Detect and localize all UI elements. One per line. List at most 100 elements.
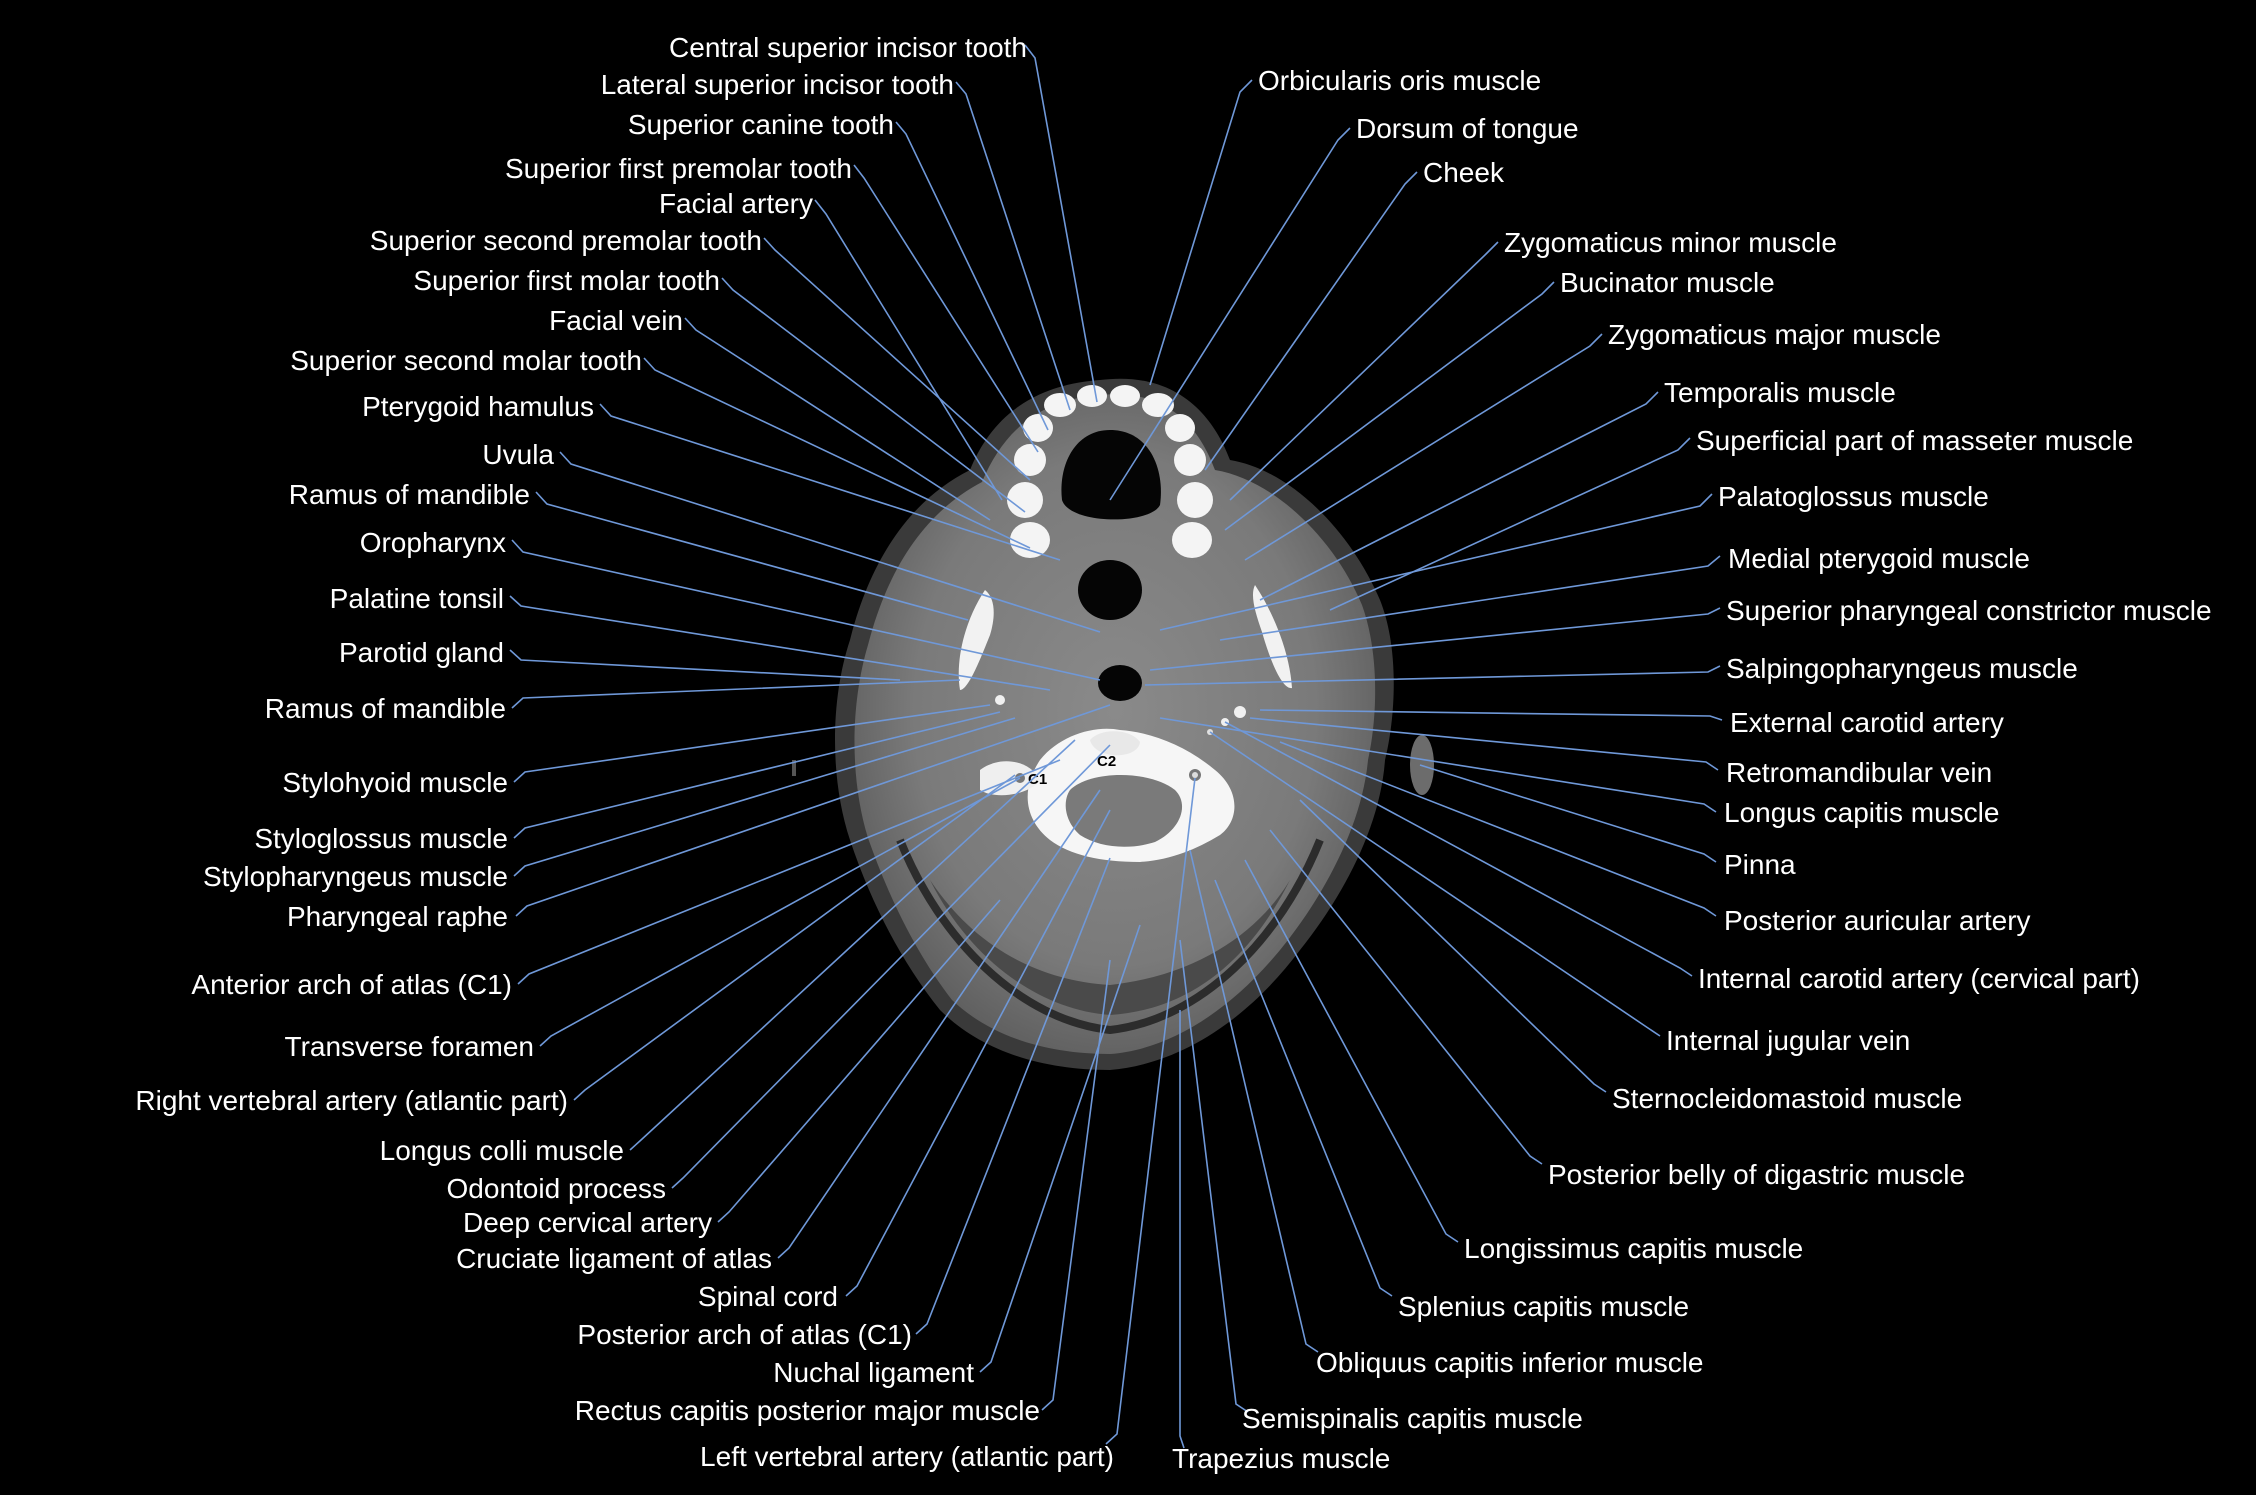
svg-text:Pharyngeal raphe: Pharyngeal raphe xyxy=(287,901,508,932)
svg-text:Longus colli muscle: Longus colli muscle xyxy=(380,1135,624,1166)
label-superior-pharyngeal-constrictor: Superior pharyngeal constrictor muscle xyxy=(1149,595,2212,671)
label-ramus-of-mandible-1: Ramus of mandible xyxy=(289,479,969,621)
svg-text:Posterior auricular artery: Posterior auricular artery xyxy=(1724,905,2031,936)
svg-text:Anterior arch of atlas (C1): Anterior arch of atlas (C1) xyxy=(191,969,512,1000)
label-odontoid-process: Odontoid process xyxy=(447,744,1111,1204)
svg-text:Ramus of mandible: Ramus of mandible xyxy=(265,693,506,724)
svg-text:Posterior belly of digastric m: Posterior belly of digastric muscle xyxy=(1548,1159,1965,1190)
svg-text:Obliquus capitis inferior musc: Obliquus capitis inferior muscle xyxy=(1316,1347,1704,1378)
label-central-superior-incisor: Central superior incisor tooth xyxy=(669,32,1098,403)
label-palatine-tonsil: Palatine tonsil xyxy=(330,583,1051,691)
svg-text:Longus capitis muscle: Longus capitis muscle xyxy=(1724,797,1999,828)
c2-vertebra-label: C2 xyxy=(1097,753,1116,770)
svg-text:Uvula: Uvula xyxy=(482,439,554,470)
label-zygomaticus-minor: Zygomaticus minor muscle xyxy=(1229,227,1837,501)
label-facial-artery: Facial artery xyxy=(659,188,1003,501)
label-orbicularis-oris: Orbicularis oris muscle xyxy=(1149,65,1541,386)
svg-text:Facial artery: Facial artery xyxy=(659,188,813,219)
svg-text:Dorsum of tongue: Dorsum of tongue xyxy=(1356,113,1579,144)
svg-text:Lateral superior incisor tooth: Lateral superior incisor tooth xyxy=(601,69,954,100)
label-styloglossus-muscle: Styloglossus muscle xyxy=(254,711,1001,854)
vessel-left-1 xyxy=(995,695,1005,705)
label-deep-cervical-artery: Deep cervical artery xyxy=(463,899,1001,1238)
posterior-muscles xyxy=(930,880,1290,1015)
label-parotid-gland: Parotid gland xyxy=(339,637,901,681)
svg-text:Internal jugular vein: Internal jugular vein xyxy=(1666,1025,1910,1056)
label-rectus-capitis-posterior-major: Rectus capitis posterior major muscle xyxy=(575,959,1111,1426)
label-medial-pterygoid: Medial pterygoid muscle xyxy=(1219,543,2030,641)
label-pharyngeal-raphe: Pharyngeal raphe xyxy=(287,704,1111,932)
label-sternocleidomastoid: Sternocleidomastoid muscle xyxy=(1299,799,1962,1114)
label-palatoglossus-muscle: Palatoglossus muscle xyxy=(1159,481,1989,631)
label-splenius-capitis: Splenius capitis muscle xyxy=(1214,879,1689,1322)
label-uvula: Uvula xyxy=(482,439,1101,633)
label-trapezius: Trapezius muscle xyxy=(1172,1010,1390,1474)
label-posterior-belly-digastric: Posterior belly of digastric muscle xyxy=(1269,829,1965,1190)
label-oropharynx: Oropharynx xyxy=(360,527,1101,681)
ct-slice: C1 C2 xyxy=(792,378,1434,1071)
svg-text:Superior second molar tooth: Superior second molar tooth xyxy=(290,345,642,376)
label-pterygoid-hamulus: Pterygoid hamulus xyxy=(362,391,1061,561)
svg-text:Odontoid process: Odontoid process xyxy=(447,1173,666,1204)
svg-text:Rectus capitis posterior major: Rectus capitis posterior major muscle xyxy=(575,1395,1040,1426)
label-left-vertebral-artery: Left vertebral artery (atlantic part) xyxy=(700,777,1196,1472)
label-longus-colli-muscle: Longus colli muscle xyxy=(380,739,1076,1166)
label-superior-second-molar: Superior second molar tooth xyxy=(290,345,1031,549)
label-external-carotid-artery: External carotid artery xyxy=(1259,707,2004,738)
svg-text:Styloglossus muscle: Styloglossus muscle xyxy=(254,823,508,854)
svg-text:Right vertebral artery (atlant: Right vertebral artery (atlantic part) xyxy=(135,1085,568,1116)
label-zygomaticus-major: Zygomaticus major muscle xyxy=(1244,319,1941,561)
svg-text:Parotid gland: Parotid gland xyxy=(339,637,504,668)
label-right-vertebral-artery: Right vertebral artery (atlantic part) xyxy=(135,774,1016,1116)
svg-text:Cheek: Cheek xyxy=(1423,157,1505,188)
svg-text:Temporalis muscle: Temporalis muscle xyxy=(1664,377,1896,408)
label-stylohyoid-muscle: Stylohyoid muscle xyxy=(282,704,991,798)
svg-text:Superficial part of masseter m: Superficial part of masseter muscle xyxy=(1696,425,2133,456)
label-stylopharyngeus-muscle: Stylopharyngeus muscle xyxy=(203,717,1016,892)
label-superior-first-molar: Superior first molar tooth xyxy=(413,265,1026,513)
label-internal-carotid-artery: Internal carotid artery (cervical part) xyxy=(1224,721,2140,994)
label-facial-vein: Facial vein xyxy=(549,305,991,521)
label-spinal-cord: Spinal cord xyxy=(698,809,1111,1312)
svg-text:External carotid artery: External carotid artery xyxy=(1730,707,2004,738)
spinal-canal xyxy=(1065,775,1183,847)
svg-text:Superior first molar tooth: Superior first molar tooth xyxy=(413,265,720,296)
svg-text:Orbicularis oris muscle: Orbicularis oris muscle xyxy=(1258,65,1541,96)
label-cheek: Cheek xyxy=(1204,157,1505,471)
label-longus-capitis: Longus capitis muscle xyxy=(1159,717,1999,828)
dental-arch xyxy=(1007,385,1213,558)
svg-text:Spinal cord: Spinal cord xyxy=(698,1281,838,1312)
label-lateral-superior-incisor: Lateral superior incisor tooth xyxy=(601,69,1071,411)
svg-text:Superior second premolar tooth: Superior second premolar tooth xyxy=(370,225,762,256)
svg-text:Transverse foramen: Transverse foramen xyxy=(285,1031,535,1062)
label-anterior-arch-atlas: Anterior arch of atlas (C1) xyxy=(191,759,1061,1000)
label-transverse-foramen: Transverse foramen xyxy=(285,777,1021,1062)
label-internal-jugular-vein: Internal jugular vein xyxy=(1209,731,1910,1056)
right-ramus xyxy=(1252,585,1292,689)
svg-text:Pinna: Pinna xyxy=(1724,849,1796,880)
svg-text:Superior pharyngeal constricto: Superior pharyngeal constrictor muscle xyxy=(1726,595,2212,626)
svg-text:Salpingopharyngeus muscle: Salpingopharyngeus muscle xyxy=(1726,653,2078,684)
label-salpingopharyngeus: Salpingopharyngeus muscle xyxy=(1144,653,2078,686)
svg-text:Ramus of mandible: Ramus of mandible xyxy=(289,479,530,510)
label-obliquus-capitis-inferior: Obliquus capitis inferior muscle xyxy=(1189,849,1704,1378)
svg-text:Splenius capitis muscle: Splenius capitis muscle xyxy=(1398,1291,1689,1322)
svg-text:Medial pterygoid muscle: Medial pterygoid muscle xyxy=(1728,543,2030,574)
svg-text:Internal carotid artery (cervi: Internal carotid artery (cervical part) xyxy=(1698,963,2140,994)
label-ramus-of-mandible-2: Ramus of mandible xyxy=(265,679,961,724)
svg-text:Zygomaticus minor muscle: Zygomaticus minor muscle xyxy=(1504,227,1837,258)
label-superficial-masseter: Superficial part of masseter muscle xyxy=(1329,425,2133,611)
c1-vertebra-label: C1 xyxy=(1028,771,1047,788)
odontoid xyxy=(1090,731,1140,756)
svg-text:Sternocleidomastoid muscle: Sternocleidomastoid muscle xyxy=(1612,1083,1962,1114)
svg-text:Cruciate ligament of atlas: Cruciate ligament of atlas xyxy=(456,1243,772,1274)
label-cruciate-ligament: Cruciate ligament of atlas xyxy=(456,789,1101,1274)
label-bucinator-muscle: Bucinator muscle xyxy=(1224,267,1775,531)
svg-text:Palatine tonsil: Palatine tonsil xyxy=(330,583,504,614)
svg-text:Longissimus capitis muscle: Longissimus capitis muscle xyxy=(1464,1233,1803,1264)
svg-text:Deep cervical artery: Deep cervical artery xyxy=(463,1207,712,1238)
label-semispinalis-capitis: Semispinalis capitis muscle xyxy=(1179,939,1583,1434)
svg-text:Posterior arch of atlas (C1): Posterior arch of atlas (C1) xyxy=(577,1319,912,1350)
svg-text:Nuchal ligament: Nuchal ligament xyxy=(773,1357,974,1388)
